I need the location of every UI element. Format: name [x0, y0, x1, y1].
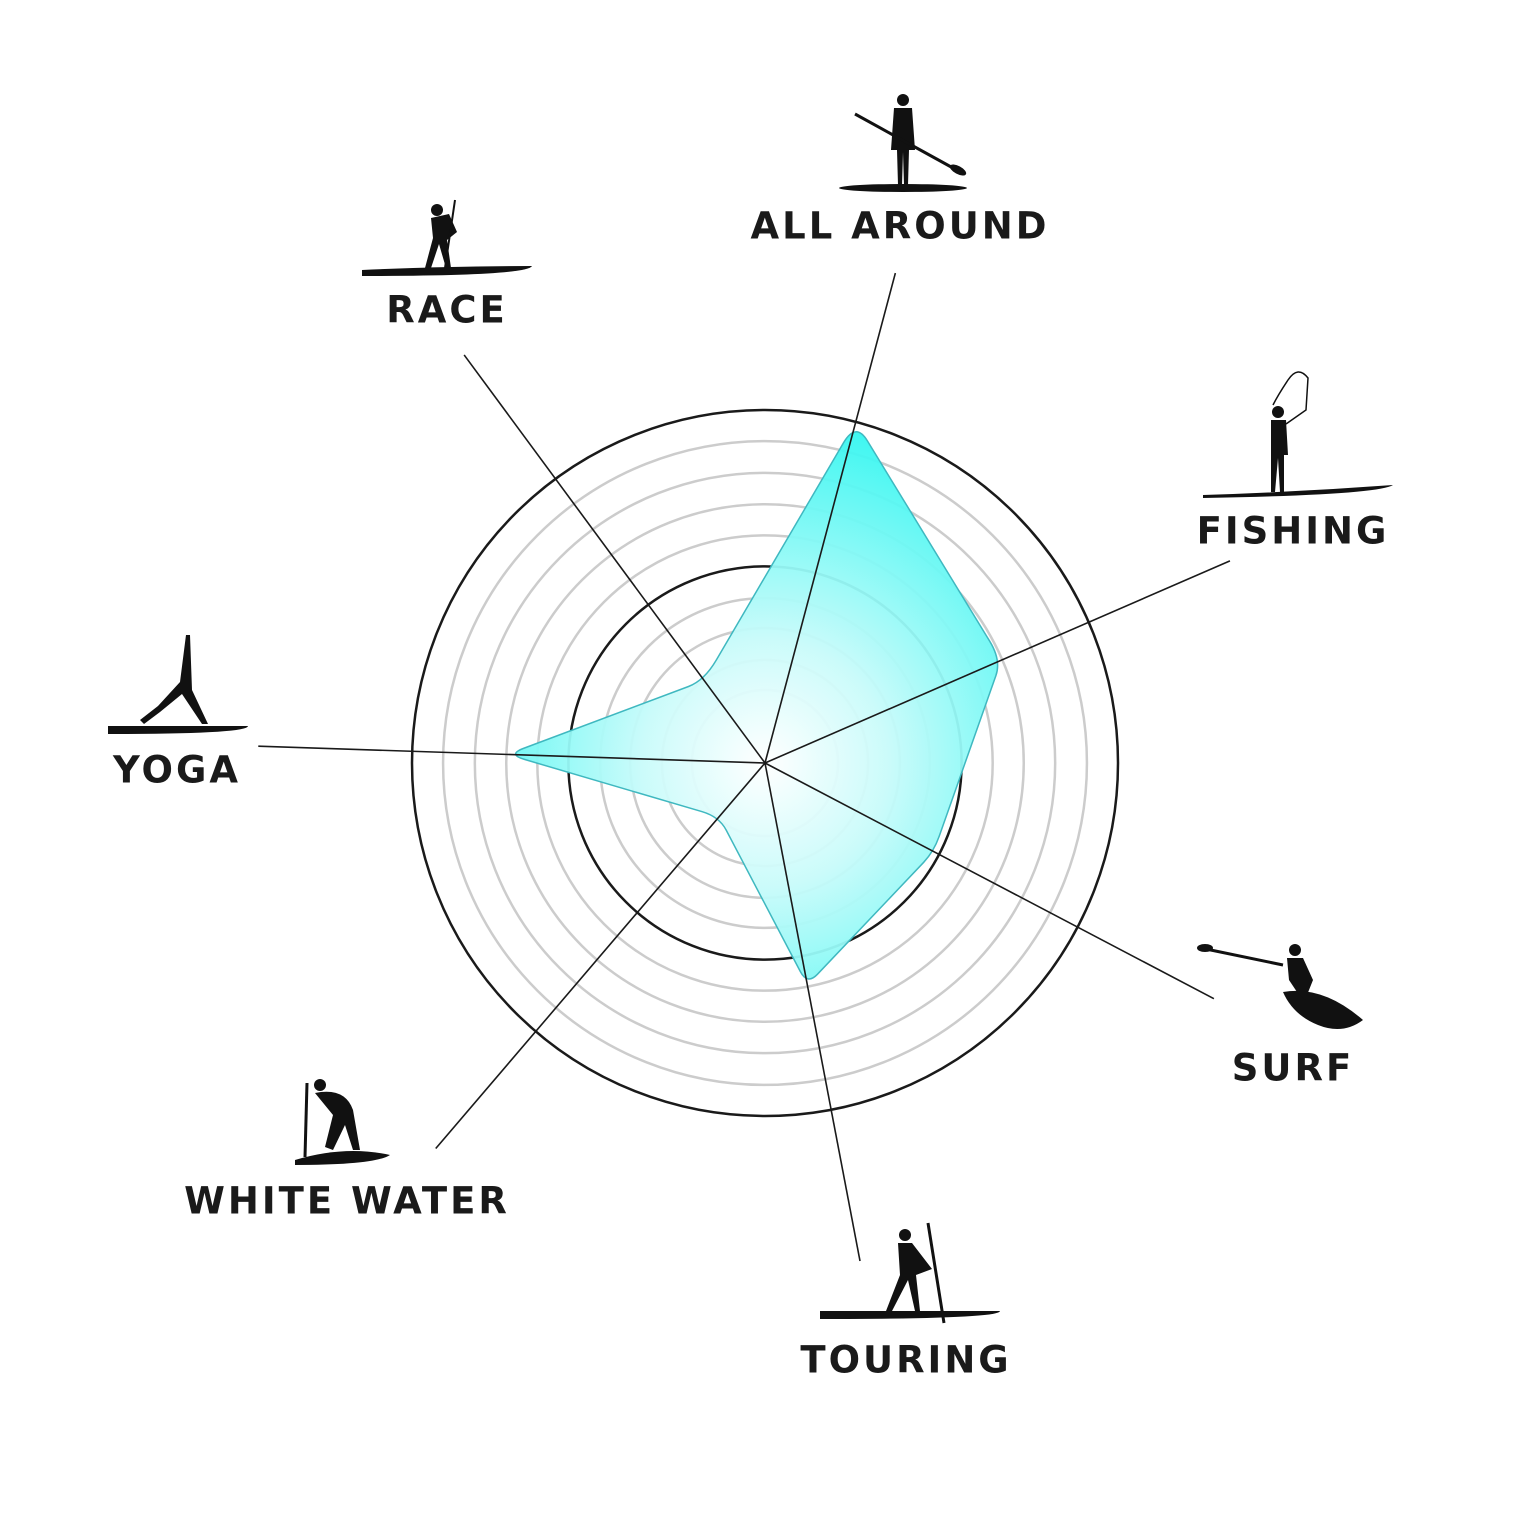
axis-label: RACE — [386, 289, 508, 332]
axis-lines — [258, 272, 1231, 1262]
yoga-pose-icon — [108, 635, 248, 734]
axis-line — [463, 354, 766, 764]
axis-line — [258, 745, 766, 764]
grid-ring — [505, 503, 1025, 1023]
axis-line — [764, 762, 861, 1262]
axis-line — [764, 272, 897, 764]
axis-icons — [108, 94, 1393, 1324]
axis-line — [435, 762, 766, 1150]
axis-line — [764, 560, 1231, 764]
axis-label: WHITE WATER — [184, 1180, 510, 1223]
axis-label: YOGA — [112, 749, 241, 792]
axis-label: ALL AROUND — [751, 205, 1050, 248]
axis-line — [764, 762, 1215, 1000]
major-grid-ring — [410, 408, 1120, 1118]
standing-paddler-icon — [839, 94, 967, 192]
axis-label: TOURING — [800, 1339, 1011, 1382]
axis-labels: ALL AROUND FISHING SURF TOURING WHITE WATER Y… — [112, 205, 1390, 1382]
whitewater-paddler-icon — [295, 1079, 390, 1165]
grid-ring — [441, 439, 1089, 1087]
axis-label: FISHING — [1197, 510, 1390, 553]
fishing-paddler-icon — [1203, 371, 1393, 498]
data-polygon — [514, 431, 999, 980]
race-paddler-icon — [362, 199, 532, 276]
grid-ring — [473, 471, 1057, 1055]
touring-paddler-icon — [820, 1222, 1000, 1324]
surfing-paddler-icon — [1197, 944, 1363, 1029]
axis-label: SURF — [1232, 1047, 1354, 1090]
